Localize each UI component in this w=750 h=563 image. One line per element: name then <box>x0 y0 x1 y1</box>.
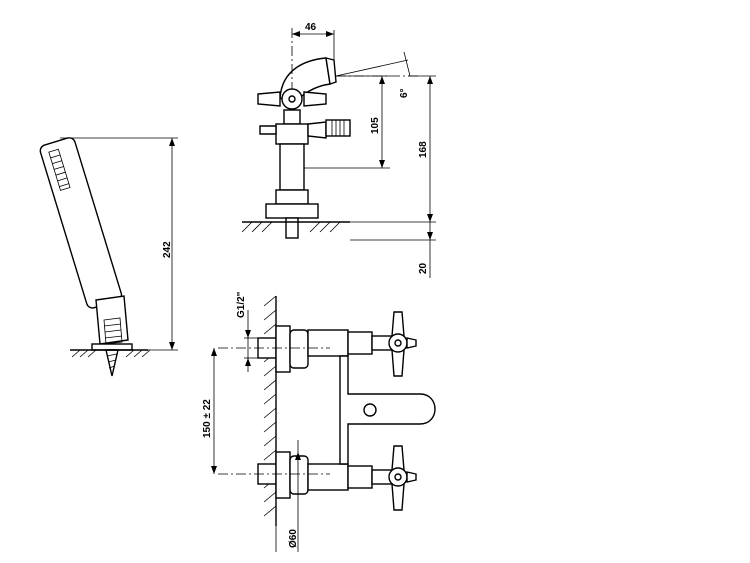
dim-flange-diameter: Ø60 <box>288 529 299 548</box>
dim-top-width: 46 <box>305 22 317 33</box>
mixer-side-view <box>241 28 436 278</box>
dim-thread: G1/2" <box>236 291 247 318</box>
hand-shower-view <box>39 137 178 377</box>
dim-shower-length: 242 <box>162 241 173 258</box>
dim-base: 20 <box>418 262 429 274</box>
dim-spout-height: 105 <box>370 117 381 134</box>
dim-angle: 6° <box>399 88 410 98</box>
dim-inlet-distance: 150 ± 22 <box>202 399 213 438</box>
mixer-wall-view <box>211 295 436 552</box>
dim-total-height: 168 <box>418 141 429 158</box>
